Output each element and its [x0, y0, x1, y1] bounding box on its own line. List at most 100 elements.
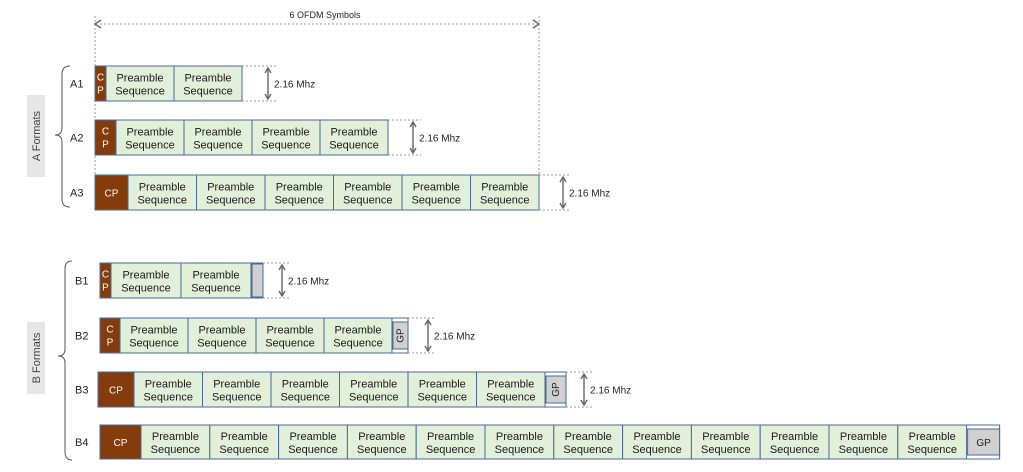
- cp-label-top: C: [102, 270, 109, 281]
- sequence-label: Sequence: [907, 444, 957, 456]
- sequence-label: Sequence: [206, 195, 256, 207]
- bandwidth-label: 2.16 Mhz: [274, 80, 315, 91]
- sequence-label: Sequence: [426, 444, 476, 456]
- span-right-arrowhead: [532, 19, 541, 29]
- preamble-label: Preamble: [702, 431, 749, 443]
- sequence-label: Sequence: [357, 444, 407, 456]
- sequence-label: Sequence: [486, 392, 536, 404]
- preamble-sequence-block: [401, 174, 471, 211]
- gp-label: GP: [976, 438, 991, 449]
- row-frame: [94, 119, 389, 156]
- group-a-label-bg: [27, 95, 45, 177]
- preamble-label: Preamble: [116, 73, 163, 85]
- row-label: A1: [70, 79, 83, 91]
- preamble-label: Preamble: [344, 182, 391, 194]
- group-a-label-block: A Formats: [27, 65, 71, 208]
- preamble-sequence-block: [323, 317, 393, 354]
- preamble-sequence-block: [828, 424, 899, 460]
- row-label: B1: [75, 276, 88, 288]
- bandwidth-label: 2.16 Mhz: [419, 134, 460, 145]
- preamble-label: Preamble: [282, 379, 329, 391]
- preamble-sequence-block: [897, 424, 968, 460]
- cp-label-bottom: P: [97, 86, 104, 97]
- preamble-label: Preamble: [152, 431, 199, 443]
- preamble-sequence-block: [180, 262, 252, 299]
- sequence-label: Sequence: [121, 283, 171, 295]
- preamble-label: Preamble: [413, 182, 460, 194]
- row-label: A3: [70, 188, 83, 200]
- span-label: 6 OFDM Symbols: [289, 10, 361, 20]
- preamble-sequence-block: [264, 174, 334, 211]
- preamble-label: Preamble: [145, 379, 192, 391]
- preamble-label: Preamble: [840, 431, 887, 443]
- preamble-label: Preamble: [350, 379, 397, 391]
- bandwidth-label: 2.16 Mhz: [569, 189, 610, 200]
- preamble-label: Preamble: [289, 431, 336, 443]
- preamble-sequence-block: [346, 424, 417, 460]
- preamble-label: Preamble: [330, 127, 377, 139]
- preamble-label: Preamble: [198, 325, 245, 337]
- bw-arrow-bottom: [264, 93, 272, 101]
- preamble-sequence-block: [187, 317, 257, 354]
- sequence-label: Sequence: [495, 444, 545, 456]
- sequence-label: Sequence: [151, 444, 201, 456]
- gp-block: [251, 263, 264, 298]
- preamble-label: Preamble: [194, 127, 241, 139]
- bw-arrow-top: [409, 120, 417, 128]
- group-a-brace: [54, 65, 71, 208]
- bw-arrow-top: [264, 66, 272, 74]
- preamble-sequence-block: [133, 371, 203, 408]
- format-rows: A1CPPreambleSequencePreambleSequence2.16…: [70, 65, 1001, 460]
- preamble-label: Preamble: [126, 127, 173, 139]
- sequence-label: Sequence: [115, 86, 165, 98]
- bw-arrow-top: [424, 318, 432, 326]
- preamble-sequence-block: [484, 424, 555, 460]
- sequence-label: Sequence: [265, 338, 315, 350]
- sequence-label: Sequence: [288, 444, 338, 456]
- bw-arrow-top: [278, 263, 286, 271]
- group-b-label-bg: [27, 322, 45, 394]
- preamble-sequence-block: [470, 174, 540, 211]
- sequence-label: Sequence: [183, 86, 233, 98]
- sequence-label: Sequence: [329, 140, 379, 152]
- sequence-label: Sequence: [280, 392, 330, 404]
- sequence-label: Sequence: [125, 140, 175, 152]
- preamble-sequence-block: [127, 174, 197, 211]
- sequence-label: Sequence: [343, 195, 393, 207]
- bw-arrow-bottom: [580, 399, 588, 407]
- row-label: B3: [75, 385, 88, 397]
- bw-arrow-bottom: [559, 202, 567, 210]
- row-frame: [97, 371, 567, 408]
- group-b-brace: [57, 260, 73, 461]
- preamble-label: Preamble: [122, 270, 169, 282]
- bandwidth-label: 2.16 Mhz: [288, 277, 329, 288]
- sequence-label: Sequence: [333, 338, 383, 350]
- gp-block: [967, 428, 1001, 456]
- bw-arrow-top: [559, 175, 567, 183]
- sequence-label: Sequence: [129, 338, 179, 350]
- group-b-label-block: B Formats: [27, 260, 73, 461]
- preamble-label: Preamble: [130, 325, 177, 337]
- cp-label-top: C: [102, 127, 109, 138]
- bandwidth-label: 2.16 Mhz: [590, 386, 631, 397]
- cp-label-bottom: P: [107, 338, 114, 349]
- preamble-label: Preamble: [139, 182, 186, 194]
- preamble-sequence-block: [759, 424, 830, 460]
- group-a-label: A Formats: [31, 110, 43, 161]
- preamble-label: Preamble: [633, 431, 680, 443]
- sequence-label: Sequence: [632, 444, 682, 456]
- row-label: A2: [70, 133, 83, 145]
- span-left-arrowhead: [93, 19, 102, 29]
- preamble-sequence-block: [196, 174, 266, 211]
- preamble-label: Preamble: [427, 431, 474, 443]
- preamble-sequence-block: [251, 119, 321, 156]
- sequence-label: Sequence: [701, 444, 751, 456]
- row-frame: [99, 317, 409, 354]
- gp-label: GP: [551, 382, 562, 397]
- sequence-label: Sequence: [193, 140, 243, 152]
- cp-label: CP: [105, 189, 119, 200]
- bw-arrow-top: [580, 372, 588, 380]
